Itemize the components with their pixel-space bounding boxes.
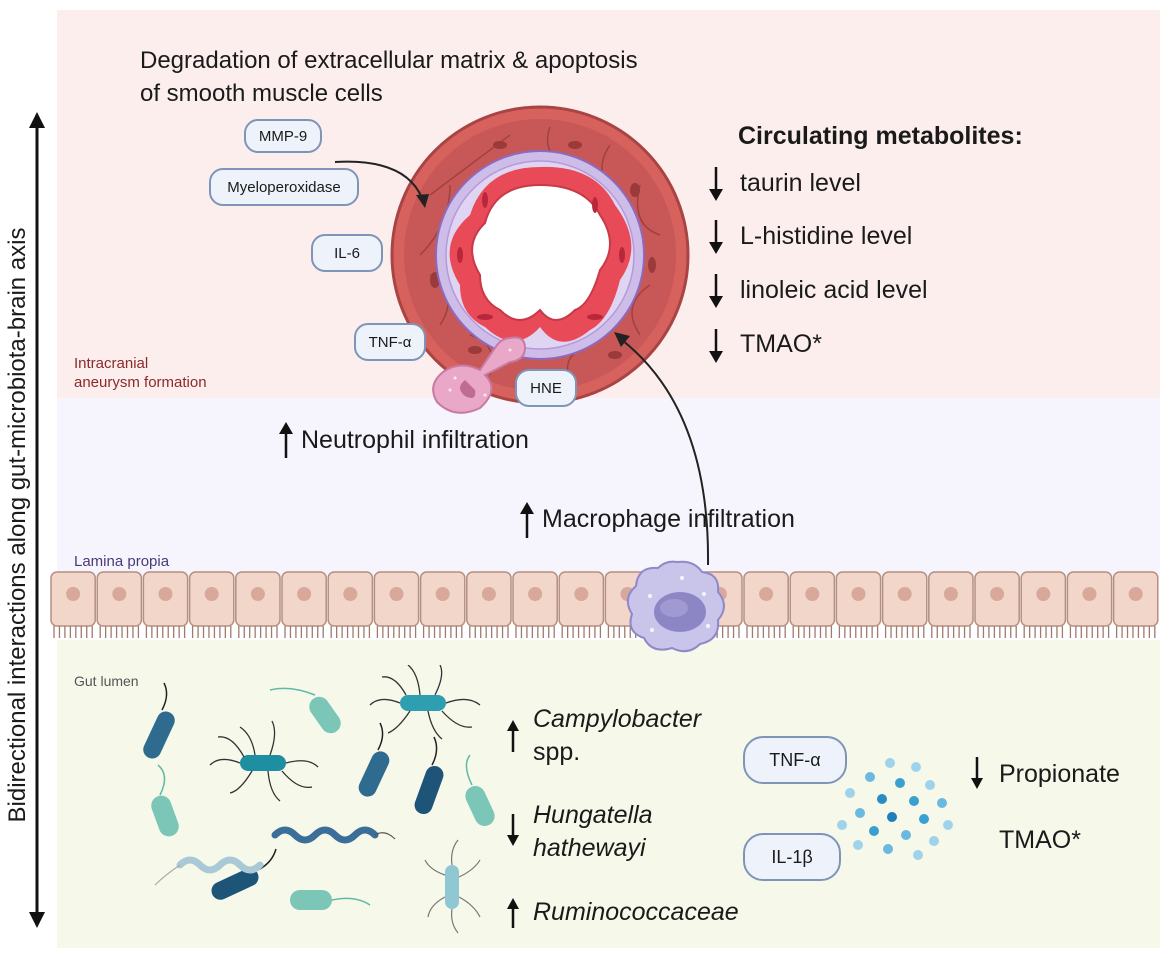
epithelium-layer [50,571,1159,638]
cell-nucleus [528,587,543,601]
metabolite-dot [855,808,865,818]
metabolite-dot [885,758,895,768]
tnf-alpha-pill-gut: TNF-α [743,736,847,784]
bacteria-ruminococcaceae: Ruminococcaceae [533,898,739,926]
degradation-title-line1: Degradation of extracellular matrix & ap… [140,47,638,74]
up-arrow-icon [279,422,293,458]
up-arrow-icon [507,898,519,928]
cell-nucleus [897,587,912,601]
metabolite-dot [865,772,875,782]
cell-nucleus [250,587,265,601]
metabolite-dot [895,778,905,788]
cell-nucleus [1082,587,1097,601]
cell-nucleus [574,587,589,601]
bacteria-cluster-icon [143,665,495,934]
down-arrow-icon [971,757,983,789]
metabolite-dot [887,812,897,822]
metabolite-dots-icon [837,758,953,860]
metabolite-dot [943,820,953,830]
cell-nucleus [1128,587,1143,601]
metabolite-dot [883,844,893,854]
metabolite-dot [929,836,939,846]
down-arrow-icon [709,329,723,363]
metabolite-dot [925,780,935,790]
blood-vessel-icon [390,105,690,405]
cell-nucleus [389,587,404,601]
bacteria-hungatella-line1: Hungatella [533,801,653,829]
mmp9-pill: MMP-9 [244,119,322,153]
metabolite-dot [919,814,929,824]
metabolites-heading: Circulating metabolites: [738,122,1023,150]
macrophage-infiltration-label: Macrophage infiltration [542,505,795,533]
gut-lumen-label: Gut lumen [74,673,139,689]
gut-lumen-zone [57,640,1160,948]
macrophage-to-vessel-arrow [614,332,710,566]
metabolite-item-linoleic: linoleic acid level [740,276,928,304]
metabolite-dot [909,796,919,806]
aneurysm-zone-label-1: Intracranial [74,355,149,372]
lamina-propia-zone [57,398,1160,578]
il1b-pill: IL-1β [743,833,841,881]
cell-nucleus [990,587,1005,601]
myeloperoxidase-pill: Myeloperoxidase [209,168,359,206]
neutrophil-icon [432,336,527,414]
bacteria-campylobacter-line2: spp. [533,738,581,766]
cell-nucleus [204,587,219,601]
neutrophil-infiltration-label: Neutrophil infiltration [301,426,529,454]
metabolite-dot [911,762,921,772]
up-arrow-icon [520,502,534,538]
metabolite-dot [837,820,847,830]
metabolite-dot [901,830,911,840]
metabolite-item-tmao: TMAO* [740,330,822,358]
cell-nucleus [343,587,358,601]
cytokine-to-vessel-arrow [334,160,429,208]
metabolite-dot [853,840,863,850]
aneurysm-zone-label-2: aneurysm formation [74,374,207,391]
down-arrow-icon [709,167,723,201]
down-arrow-icon [507,814,519,846]
degradation-title-line2: of smooth muscle cells [140,80,383,107]
down-arrow-icon [709,220,723,254]
metabolite-dot [937,798,947,808]
metabolite-item-taurin: taurin level [740,169,861,197]
cell-nucleus [66,587,81,601]
down-arrow-icon [709,274,723,308]
il6-pill: IL-6 [311,234,383,272]
cell-nucleus [759,587,774,601]
macrophage-icon [626,560,725,653]
tnf-alpha-pill-top: TNF-α [354,323,426,361]
hne-pill: HNE [515,369,577,407]
cell-nucleus [851,587,866,601]
metabolite-dot [869,826,879,836]
metabolite-dot [877,794,887,804]
cell-nucleus [1036,587,1051,601]
bacteria-campylobacter-line1: Campylobacter [533,705,702,733]
cell-nucleus [297,587,312,601]
bacteria-hungatella-line2: hathewayi [533,834,646,862]
cell-nucleus [158,587,173,601]
axis-double-arrow [29,112,45,928]
cell-nucleus [481,587,496,601]
cell-nucleus [943,587,958,601]
gut-metabolite-propionate: Propionate [999,760,1120,788]
cell-nucleus [112,587,127,601]
metabolite-dot [845,788,855,798]
cell-nucleus [435,587,450,601]
metabolite-dot [913,850,923,860]
metabolite-item-l-histidine: L-histidine level [740,222,913,250]
cell-nucleus [805,587,820,601]
axis-label: Bidirectional interactions along gut-mic… [4,227,31,823]
lamina-propia-label: Lamina propia [74,553,170,570]
gut-metabolite-tmao: TMAO* [999,826,1081,854]
up-arrow-icon [507,720,519,752]
